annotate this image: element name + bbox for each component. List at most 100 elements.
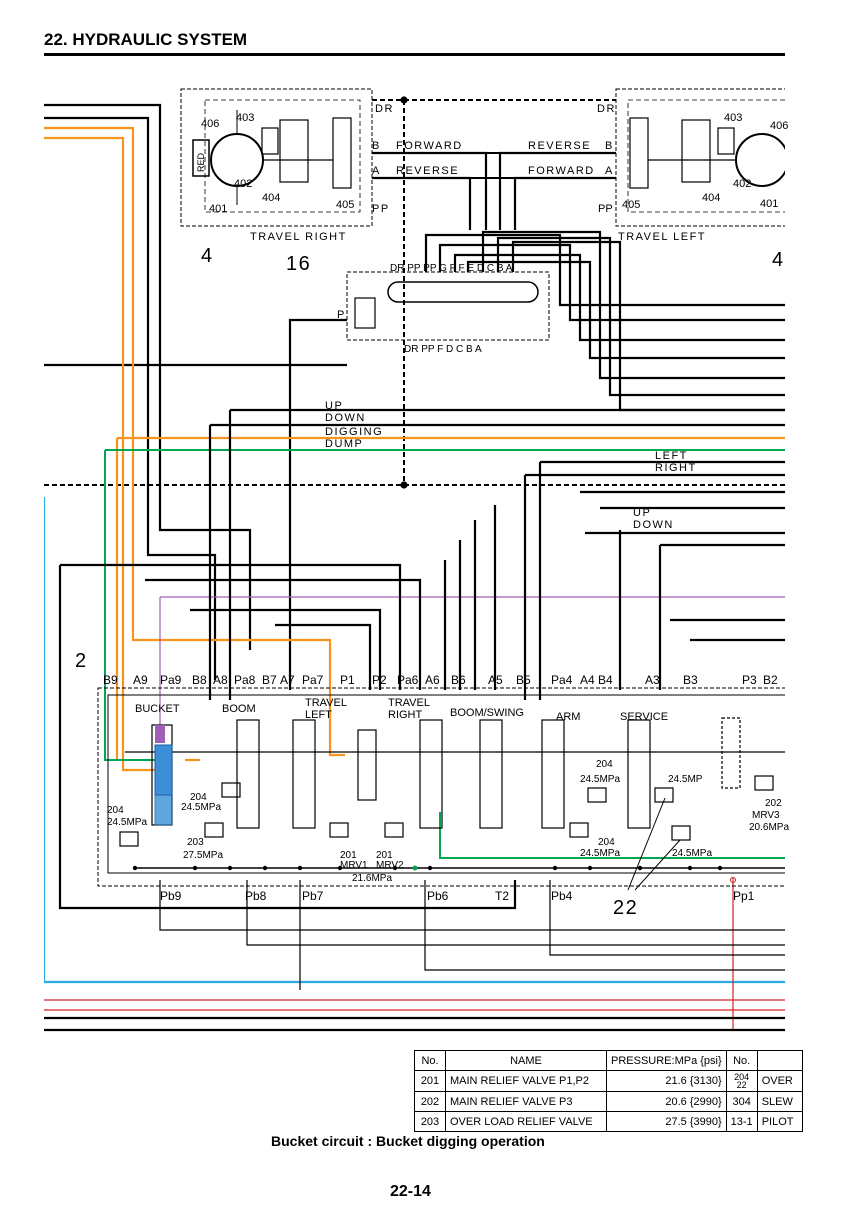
callout-16: 16 bbox=[286, 253, 311, 275]
spool-label-service: SERVICE bbox=[620, 711, 668, 723]
mcv-port-label: Pa7 bbox=[302, 673, 324, 687]
mcv-port-label: B8 bbox=[192, 673, 207, 687]
valve-value-label: 24.5MPa bbox=[580, 848, 620, 859]
tr-part-404: 404 bbox=[262, 192, 280, 204]
spool-label-boom-swing: BOOM/SWING bbox=[450, 707, 524, 719]
mcv-port-label: B5 bbox=[516, 673, 531, 687]
tl-port-a: A bbox=[605, 165, 613, 177]
legend-h-no2: No. bbox=[725, 1050, 758, 1071]
mcv-port-label: Pp1 bbox=[733, 889, 755, 903]
legend-h-pressure: PRESSURE:MPa {psi} bbox=[606, 1050, 727, 1071]
tr-part-405: 405 bbox=[336, 199, 354, 211]
spool-label-arm: ARM bbox=[556, 711, 580, 723]
valve-value-label: MRV3 bbox=[752, 810, 780, 821]
mcv-port-label: P1 bbox=[340, 673, 355, 687]
tr-port-a: A bbox=[372, 165, 380, 177]
mcv-port-label: Pa8 bbox=[234, 673, 256, 687]
mcv-port-label: Pb6 bbox=[427, 889, 449, 903]
header-rule bbox=[44, 53, 785, 56]
mcv-port-label: B3 bbox=[683, 673, 698, 687]
mcv-port-label: A5 bbox=[488, 673, 503, 687]
mcv-port-label: T2 bbox=[495, 889, 509, 903]
tl-part-402: 402 bbox=[733, 178, 751, 190]
spool-label-boom: BOOM bbox=[222, 703, 256, 715]
tr-part-401: 401 bbox=[209, 203, 227, 215]
legend-h-name: NAME bbox=[445, 1050, 607, 1071]
tl-part-406: 406 bbox=[770, 120, 788, 132]
tl-reverse: REVERSE bbox=[528, 140, 591, 152]
valve-value-label: 24.5MPa bbox=[580, 774, 620, 785]
line-digging: DIGGING bbox=[325, 426, 383, 438]
valve-value-label: MRV1 bbox=[340, 860, 368, 871]
legend-pressure: 21.6 {3130} bbox=[606, 1070, 727, 1092]
swivel-p: P bbox=[337, 309, 344, 321]
line-dump: DUMP bbox=[325, 438, 363, 450]
tr-part-406: 406 bbox=[201, 118, 219, 130]
valve-value-label: 204 bbox=[598, 837, 615, 848]
tl-forward: FORWARD bbox=[528, 165, 595, 177]
valve-value-label: 204 bbox=[107, 805, 124, 816]
legend-no2: 13-1 bbox=[725, 1111, 758, 1132]
callout-22: 22 bbox=[613, 897, 638, 919]
valve-value-label: 203 bbox=[187, 837, 204, 848]
callout-4-left: 4 bbox=[772, 249, 783, 271]
legend-row: 203 OVER LOAD RELIEF VALVE 27.5 {3990} 1… bbox=[414, 1111, 803, 1132]
valve-value-label: 24.5MPa bbox=[107, 817, 147, 828]
tr-port-b: B bbox=[372, 140, 379, 152]
swivel-top-ports: DR PP PP G F F E D C B A bbox=[390, 263, 513, 274]
line-right: RIGHT bbox=[655, 462, 697, 474]
mcv-port-label: P3 bbox=[742, 673, 757, 687]
mcv-port-label: Pb9 bbox=[160, 889, 182, 903]
figure-caption: Bucket circuit : Bucket digging operatio… bbox=[271, 1133, 545, 1149]
travel-left-box bbox=[615, 88, 785, 227]
legend-row: 201 MAIN RELIEF VALVE P1,P2 21.6 {3130} … bbox=[414, 1070, 803, 1092]
main-control-valve bbox=[97, 687, 785, 887]
line-up-2: UP bbox=[633, 507, 651, 519]
tl-port-pp: PP bbox=[598, 203, 613, 215]
mcv-port-label: Pa9 bbox=[160, 673, 182, 687]
page-title: 22. HYDRAULIC SYSTEM bbox=[44, 30, 248, 49]
tr-title: TRAVEL RIGHT bbox=[250, 231, 347, 243]
valve-value-label: 20.6MPa bbox=[749, 822, 789, 833]
mcv-port-label: B6 bbox=[451, 673, 466, 687]
valve-value-label: 24.5MPa bbox=[672, 848, 712, 859]
mcv-port-label: B2 bbox=[763, 673, 778, 687]
valve-value-label: MRV2 bbox=[376, 860, 404, 871]
legend-name2: SLEW bbox=[756, 1091, 803, 1112]
mcv-port-label: A9 bbox=[133, 673, 148, 687]
valve-value-label: 21.6MPa bbox=[352, 873, 392, 884]
tl-port-dr: DR bbox=[597, 103, 616, 115]
spool-label-bucket: BUCKET bbox=[135, 703, 180, 715]
mcv-port-label: Pb4 bbox=[551, 889, 573, 903]
tr-part-402: 402 bbox=[234, 178, 252, 190]
travel-right-box bbox=[180, 88, 373, 227]
legend-no: 203 bbox=[414, 1111, 446, 1132]
legend-pressure: 20.6 {2990} bbox=[606, 1091, 727, 1112]
tr-forward: FORWARD bbox=[396, 140, 463, 152]
legend-name: MAIN RELIEF VALVE P1,P2 bbox=[445, 1070, 607, 1092]
valve-value-label: 24.5MPa bbox=[181, 802, 221, 813]
valve-value-label: 202 bbox=[765, 798, 782, 809]
mcv-port-label: A8 bbox=[213, 673, 228, 687]
tl-part-401: 401 bbox=[760, 198, 778, 210]
tr-red: RED bbox=[196, 152, 206, 172]
line-down-2: DOWN bbox=[633, 519, 674, 531]
tr-part-403: 403 bbox=[236, 112, 254, 124]
legend-name2: OVER bbox=[756, 1070, 803, 1092]
valve-value-label: 204 bbox=[190, 792, 207, 803]
tl-title: TRAVEL LEFT bbox=[618, 231, 706, 243]
legend-no: 202 bbox=[414, 1091, 446, 1112]
legend-name2: PILOT bbox=[756, 1111, 803, 1132]
tl-part-405: 405 bbox=[622, 199, 640, 211]
callout-4-right: 4 bbox=[201, 245, 212, 267]
mcv-port-label: B7 bbox=[262, 673, 277, 687]
tl-port-b: B bbox=[605, 140, 612, 152]
callout-2: 2 bbox=[75, 650, 86, 672]
mcv-port-label: A6 bbox=[425, 673, 440, 687]
line-down: DOWN bbox=[325, 412, 366, 424]
tr-port-dr: DR bbox=[375, 103, 394, 115]
mcv-port-label: A4 bbox=[580, 673, 595, 687]
legend-pressure: 27.5 {3990} bbox=[606, 1111, 727, 1132]
